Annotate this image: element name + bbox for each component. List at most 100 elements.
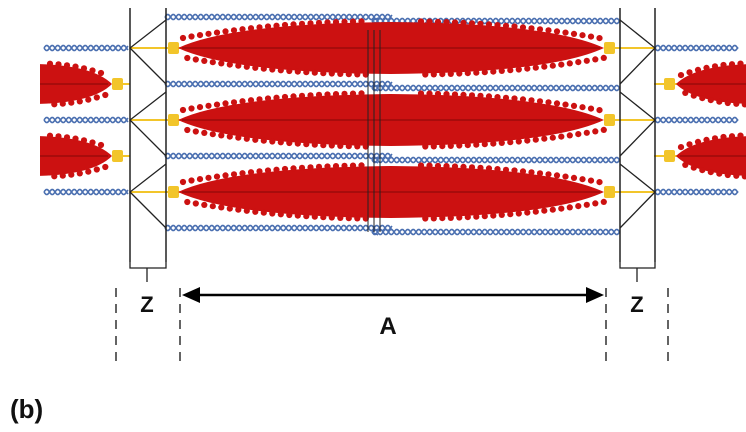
myosin-head	[528, 97, 535, 104]
myosin-head	[464, 70, 471, 77]
myosin-head	[549, 62, 556, 69]
myosin-head	[102, 163, 109, 171]
myosin-head	[222, 28, 229, 35]
thin-filament	[164, 224, 393, 232]
myosin-head	[51, 173, 58, 180]
myosin-head	[473, 69, 480, 76]
titin-anchor	[168, 114, 179, 126]
myosin-head	[426, 90, 433, 97]
a-band-arrowhead-left	[182, 287, 200, 303]
myosin-head	[0, 171, 6, 177]
titin-anchor	[664, 150, 675, 162]
myosin-head	[690, 164, 697, 171]
myosin-head	[281, 165, 289, 173]
myosin-head	[188, 33, 195, 40]
myosin-head	[226, 133, 233, 140]
myosin-head	[209, 59, 216, 66]
myosin-head	[686, 69, 693, 76]
thin-filament-end	[371, 228, 379, 236]
myosin-head	[699, 167, 706, 174]
myosin-head	[21, 61, 27, 67]
myosin-head	[541, 207, 548, 214]
thin-filament	[371, 156, 621, 164]
actin-strand	[654, 44, 739, 52]
myosin-head	[553, 172, 561, 179]
myosin-head	[498, 211, 505, 218]
myosin-head	[460, 19, 467, 26]
myosin-head	[307, 164, 314, 171]
myosin-head	[439, 143, 446, 150]
myosin-head	[247, 25, 255, 32]
myosin-head	[354, 71, 361, 78]
myosin-head	[230, 27, 238, 34]
myosin-head	[260, 137, 267, 144]
myosin-head	[545, 171, 552, 178]
myosin-head	[201, 201, 208, 208]
myosin-head	[430, 143, 437, 150]
myosin-head	[179, 34, 187, 42]
myosin-head	[298, 164, 306, 171]
myosin-head	[583, 57, 590, 64]
titin-anchor	[604, 42, 615, 54]
myosin-head	[558, 205, 565, 212]
actin-strand	[371, 228, 621, 236]
myosin-head	[541, 63, 548, 70]
myosin-head	[311, 213, 318, 220]
myosin-head	[328, 142, 335, 149]
myosin-head	[460, 91, 467, 98]
actin-strand	[164, 224, 393, 232]
myosin-head	[332, 163, 340, 170]
myosin-head	[298, 92, 306, 99]
myosin-head	[337, 214, 344, 221]
z-label-left: Z	[140, 292, 153, 317]
myosin-head	[464, 142, 471, 149]
myosin-head	[213, 101, 221, 108]
myosin-head	[17, 101, 23, 107]
myosin-head	[545, 27, 552, 34]
myosin-head	[477, 20, 484, 27]
myosin-head	[290, 165, 297, 172]
thin-filament	[43, 188, 129, 196]
myosin-head	[294, 68, 301, 75]
myosin-head	[575, 59, 582, 66]
myosin-head	[21, 133, 27, 139]
myosin-head	[485, 165, 493, 172]
myosin-head	[566, 132, 573, 139]
myosin-head	[235, 206, 242, 213]
myosin-head	[490, 212, 497, 219]
myosin-head	[485, 93, 493, 100]
myosin-head	[699, 95, 706, 102]
myosin-head	[85, 168, 92, 175]
myosin-head	[545, 99, 552, 106]
myosin-head	[46, 132, 54, 139]
myosin-head	[337, 70, 344, 77]
myosin-head	[243, 207, 250, 214]
myosin-head	[587, 33, 595, 40]
myosin-head	[213, 173, 221, 180]
thin-filaments	[43, 13, 739, 236]
myosin-head	[349, 90, 357, 97]
myosin-head	[63, 134, 71, 141]
myosin-head	[507, 67, 514, 74]
myosin-head	[549, 206, 556, 213]
myosin-head	[80, 65, 88, 72]
myosin-head	[286, 211, 293, 219]
myosin-head	[332, 91, 340, 98]
myosin-head	[724, 99, 731, 107]
thin-filament	[43, 44, 129, 52]
myosin-head	[303, 69, 310, 76]
myosin-head	[209, 203, 216, 210]
myosin-head	[524, 209, 531, 216]
z-bracket	[619, 262, 656, 282]
myosin-head	[9, 100, 15, 106]
myosin-head	[290, 21, 297, 28]
myosin-head	[230, 99, 238, 106]
myosin-head	[515, 210, 522, 217]
myosin-head	[468, 20, 476, 27]
myosin-head	[422, 143, 429, 150]
myosin-head	[519, 24, 527, 31]
actin-strand	[371, 84, 621, 92]
myosin-head	[328, 70, 335, 77]
myosin-head	[76, 98, 83, 105]
